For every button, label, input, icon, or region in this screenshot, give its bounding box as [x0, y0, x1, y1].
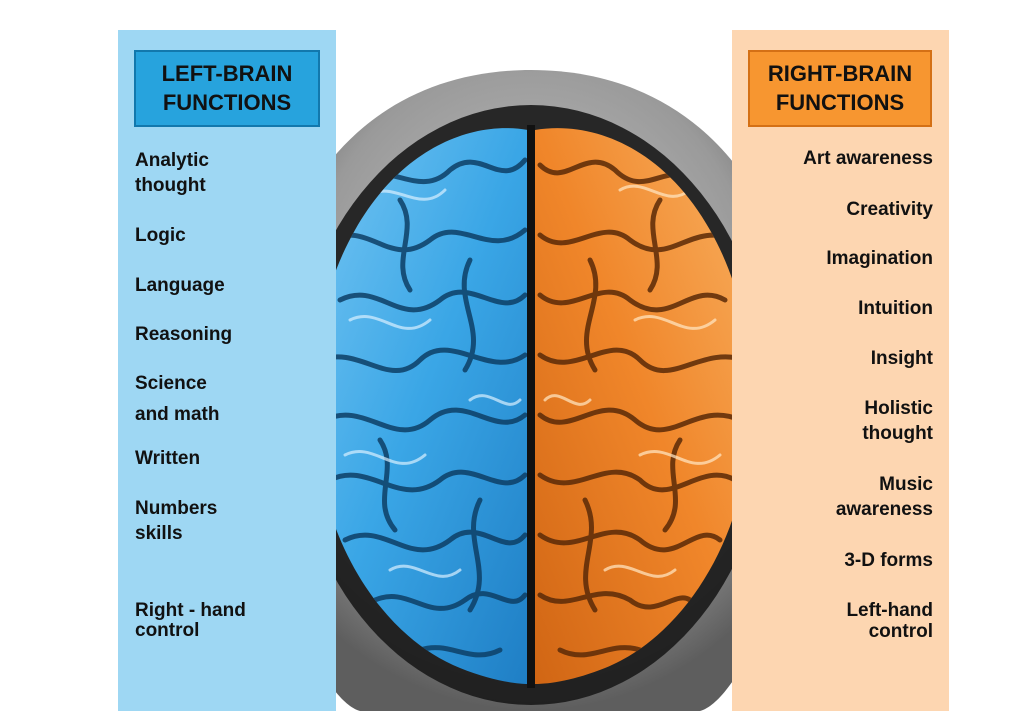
- right-brain-panel: RIGHT-BRAIN FUNCTIONS Art awareness Crea…: [732, 30, 949, 711]
- left-item-reasoning: Reasoning: [135, 324, 233, 345]
- right-item-art-awareness: Art awareness: [803, 148, 933, 169]
- right-item-3d-forms: 3-D forms: [844, 550, 933, 571]
- left-brain-title: LEFT-BRAIN FUNCTIONS: [134, 50, 320, 127]
- right-item-creativity: Creativity: [846, 199, 933, 220]
- right-item-music-awareness: Music awareness: [835, 474, 933, 520]
- right-item-holistic-thought: Holistic thought: [862, 398, 933, 444]
- right-item-left-hand-control: Left-hand control: [846, 600, 933, 642]
- left-item-science-math: Science and math: [135, 373, 220, 425]
- right-item-intuition: Intuition: [858, 298, 933, 319]
- left-item-language: Language: [135, 275, 225, 296]
- right-item-imagination: Imagination: [826, 248, 933, 269]
- left-brain-panel: LEFT-BRAIN FUNCTIONS Analytic thought Lo…: [118, 30, 336, 711]
- right-item-insight: Insight: [870, 348, 933, 369]
- left-item-numbers-skills: Numbers skills: [135, 498, 218, 544]
- left-item-right-hand-control: Right - hand control: [135, 600, 246, 641]
- right-brain-title: RIGHT-BRAIN FUNCTIONS: [748, 50, 932, 127]
- left-item-analytic-thought: Analytic thought: [135, 150, 209, 196]
- left-item-logic: Logic: [135, 225, 186, 246]
- left-item-written: Written: [135, 448, 201, 469]
